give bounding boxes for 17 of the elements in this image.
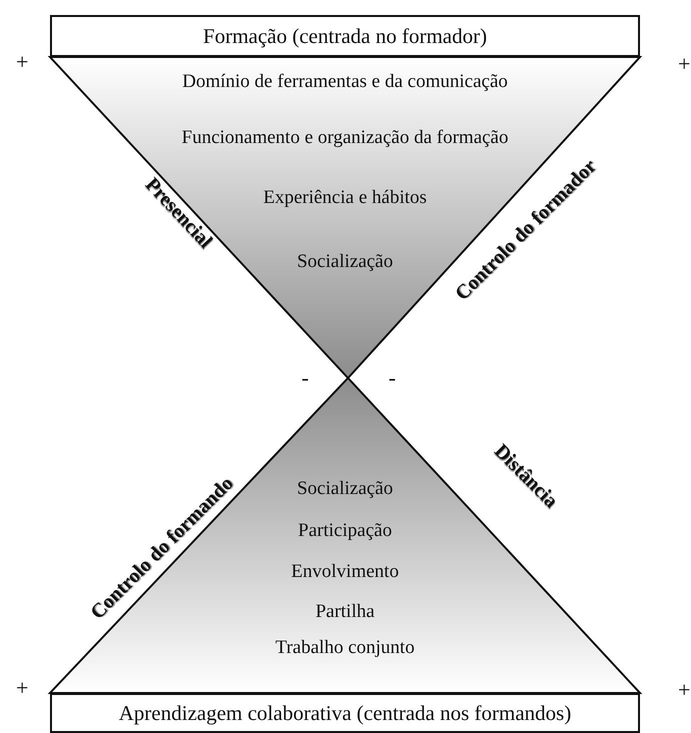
list-item-text: Trabalho conjunto (275, 637, 415, 659)
plus-sign: + (16, 676, 28, 700)
list-item-text: Domínio de ferramentas e da comunicação (182, 71, 508, 93)
list-item-text: Envolvimento (291, 561, 399, 583)
list-item-text: Socialização (297, 478, 393, 500)
plus-sign: + (16, 50, 28, 74)
list-item-text: Partilha (315, 601, 375, 623)
list-item-text: Participação (298, 520, 392, 542)
minus-sign: - (388, 366, 396, 390)
plus-sign: + (678, 52, 690, 76)
plus-sign: + (678, 678, 690, 702)
list-item-text: Funcionamento e organização da formação (182, 127, 508, 149)
list-item-text: Experiência e hábitos (263, 187, 427, 209)
list-item-text: Socialização (297, 251, 393, 273)
heading-box: Formação (centrada no formador) (50, 15, 640, 57)
minus-sign: - (302, 366, 309, 390)
heading-box: Aprendizagem colaborativa (centrada nos formandos) (50, 693, 640, 733)
